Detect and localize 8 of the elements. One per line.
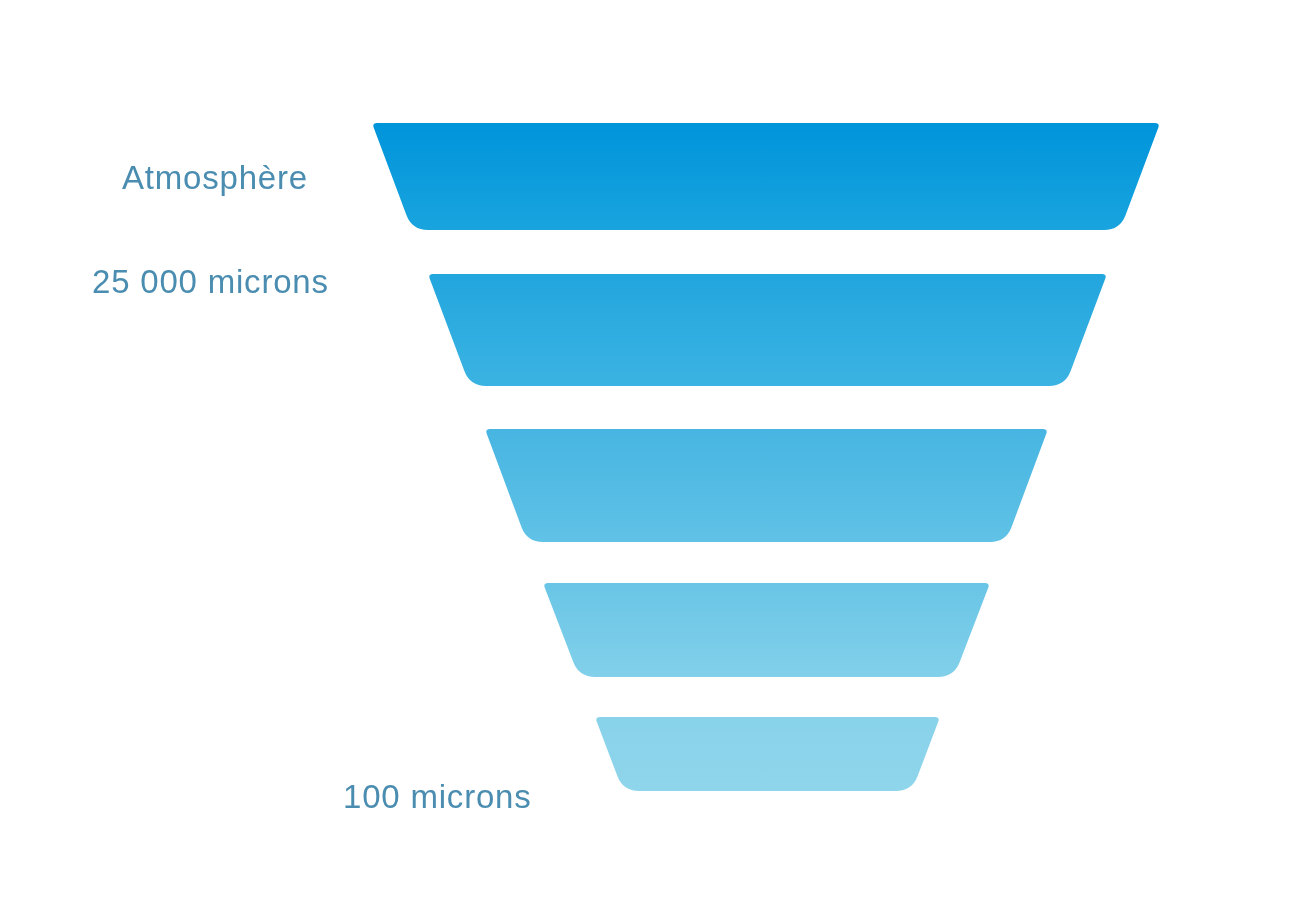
level-label: Atmosphère [122,159,308,197]
level-label: 100 microns [343,778,532,816]
funnel-band [485,429,1048,542]
funnel-band [372,123,1160,230]
funnel-band [543,583,990,677]
level-label: 25 000 microns [92,263,329,301]
funnel-band [428,274,1107,386]
funnel-band [595,717,940,791]
